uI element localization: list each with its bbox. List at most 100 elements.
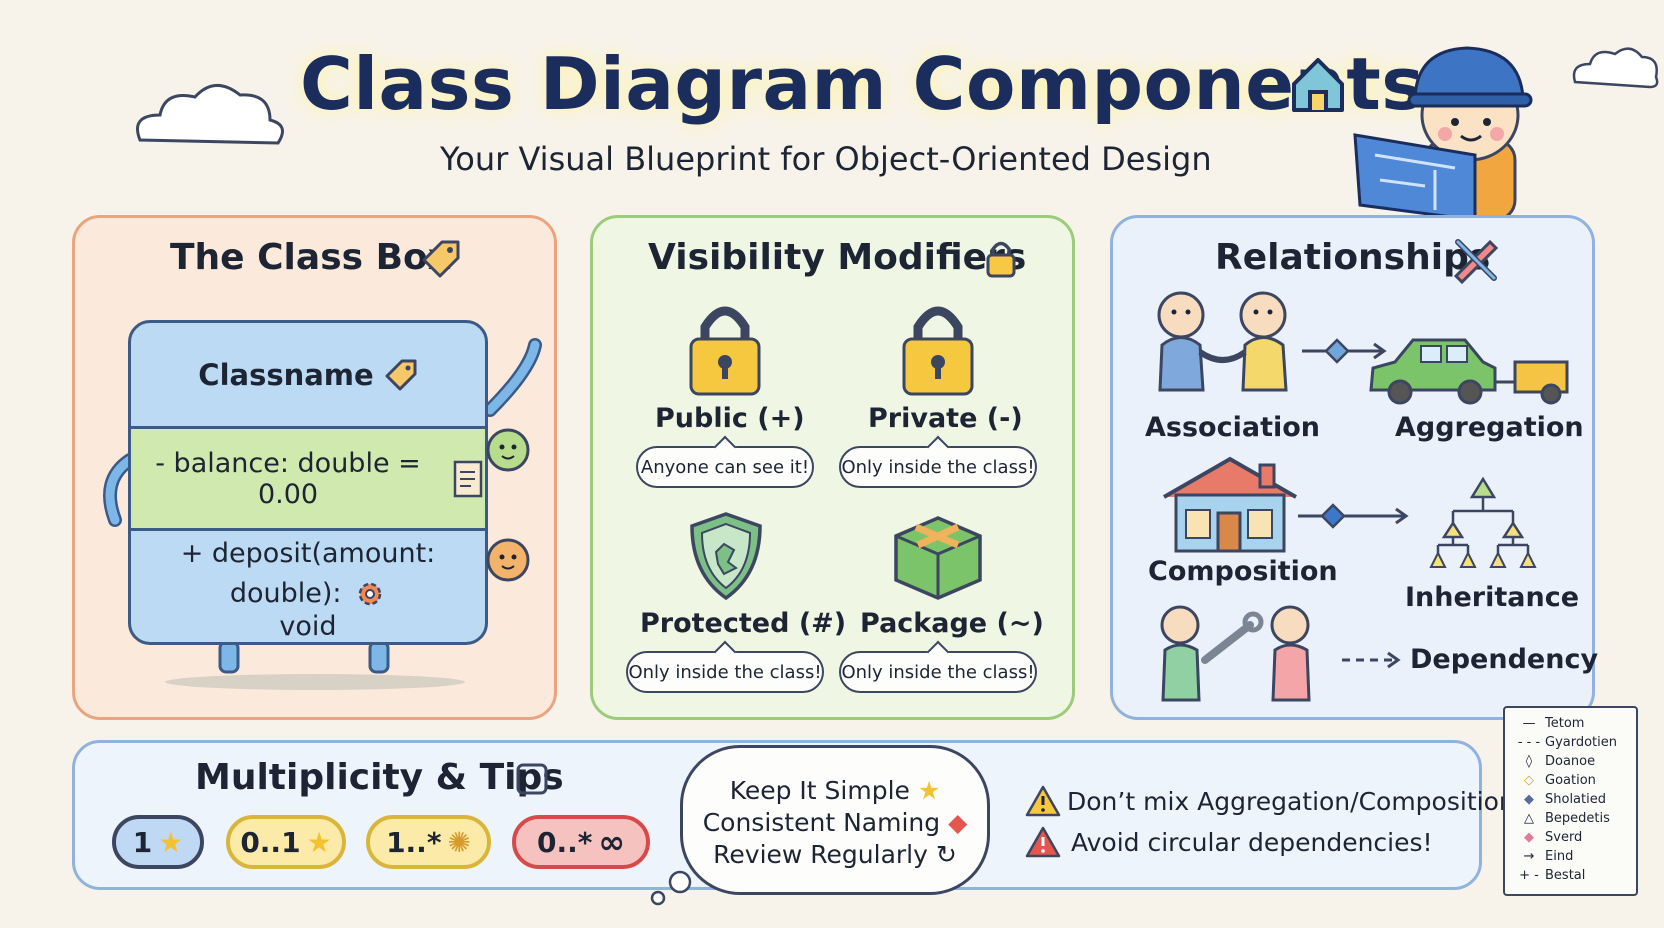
- legend-label: Sholatied: [1545, 792, 1606, 807]
- filled-diamond-icon: ◆: [1524, 792, 1534, 807]
- legend-label: Bepedetis: [1545, 811, 1610, 826]
- pencil-ruler-icon: [1453, 239, 1499, 285]
- legend-label: Tetom: [1545, 716, 1585, 731]
- multiplicity-pill-zero-or-one-text: 0..1: [240, 825, 301, 859]
- visibility-private-label: Private (-): [868, 403, 1023, 434]
- star-icon: ★: [917, 776, 941, 805]
- legend-row: ◇ Goation: [1513, 773, 1596, 788]
- car-trailer-illustration: [1369, 338, 1569, 405]
- hollow-diamond-icon: ◇: [1524, 773, 1534, 788]
- visibility-protected-label: Protected (#): [640, 608, 847, 639]
- relationship-inheritance-label: Inheritance: [1405, 582, 1580, 613]
- tag-icon: [385, 359, 417, 390]
- legend-row: — Tetom: [1513, 716, 1585, 731]
- arrow-icon: →: [1523, 849, 1535, 864]
- padlock-public-icon: [689, 306, 761, 396]
- square-icon: [516, 763, 548, 795]
- visibility-public-label: Public (+): [655, 403, 805, 434]
- visibility-package-label: Package (~): [860, 608, 1044, 639]
- class-name-text: Classname: [198, 357, 374, 392]
- multiplicity-pill-one-text: 1: [132, 825, 153, 859]
- pink-diamond-icon: ◆: [1524, 830, 1534, 845]
- filled-diamond-arrow-connector: [1298, 503, 1409, 529]
- multiplicity-panel-title: Multiplicity & Tips: [195, 757, 564, 798]
- inheritance-tree-illustration: [1429, 476, 1537, 568]
- multiplicity-pill-zero-or-more: 0..* ∞: [512, 815, 650, 869]
- notepad-icon: [453, 460, 483, 497]
- legend-label: Goation: [1545, 773, 1596, 788]
- warning-circular-text: Avoid circular dependencies!: [1071, 828, 1433, 857]
- relationship-dependency-label: Dependency: [1410, 644, 1599, 675]
- shield-icon: [690, 512, 762, 601]
- legend-row: ◆ Sverd: [1513, 830, 1582, 845]
- page-title: Class Diagram Components: [300, 42, 1425, 126]
- relationships-panel-title: Relationships: [1215, 237, 1491, 278]
- legend-row: ◆ Sholatied: [1513, 792, 1606, 807]
- tip-consistent-naming: Consistent Naming ◆: [683, 808, 987, 837]
- refresh-icon: ↻: [935, 840, 957, 869]
- solid-line-icon: —: [1522, 716, 1536, 731]
- thought-bubble-tail: [650, 870, 692, 906]
- triangle-icon: △: [1524, 811, 1534, 826]
- dashed-line-icon: - - -: [1517, 735, 1541, 750]
- star-icon: ★: [306, 825, 332, 859]
- tip-consistent-naming-text: Consistent Naming: [702, 808, 941, 837]
- legend-box: —Tetom - - -Gyardotien ◊Doanoe ◇Goation …: [1503, 706, 1638, 896]
- warning-red-icon: [1025, 826, 1061, 858]
- class-box-panel-title: The Class Box: [170, 237, 451, 278]
- legend-label: Sverd: [1545, 830, 1583, 845]
- class-name-section: Classname: [131, 323, 485, 426]
- cloud-right-decoration: [1572, 47, 1659, 89]
- association-handshake-illustration: [1157, 291, 1288, 392]
- multiplicity-pill-one: 1 ★: [112, 815, 204, 869]
- peeking-characters-illustration: [486, 428, 530, 582]
- dashed-arrow-connector: [1342, 651, 1401, 669]
- gear-icon: ✺: [447, 825, 471, 859]
- multiplicity-pill-zero-or-more-text: 0..*: [536, 825, 593, 859]
- gem-icon: ◆: [948, 808, 968, 837]
- visibility-public-note: Anyone can see it!: [636, 446, 814, 488]
- visibility-package-note: Only inside the class!: [839, 651, 1037, 693]
- multiplicity-pill-one-or-more: 1..* ✺: [366, 815, 491, 869]
- attribute-text: - balance: double = 0.00: [155, 447, 421, 510]
- legend-label: Doanoe: [1545, 754, 1596, 769]
- legend-label: Bestal: [1545, 868, 1586, 883]
- legend-row: ◊ Doanoe: [1513, 754, 1595, 769]
- visibility-panel-title: Visibility Modifiers: [648, 237, 1027, 278]
- page-subtitle: Your Visual Blueprint for Object-Oriente…: [440, 140, 1212, 178]
- house-composition-illustration: [1163, 456, 1297, 553]
- warning-yellow-icon: [1025, 785, 1061, 817]
- class-box-character-limbs: [103, 338, 542, 690]
- tips-thought-bubble: Keep It Simple ★ Consistent Naming ◆ Rev…: [680, 745, 990, 895]
- plus-icon: + -: [1519, 868, 1539, 883]
- operations-section: + deposit(amount: double): void: [131, 531, 485, 642]
- legend-label: Gyardotien: [1545, 735, 1618, 750]
- tip-review-regularly-text: Review Regularly: [713, 840, 928, 869]
- gear-icon: [358, 582, 382, 605]
- tip-keep-simple-text: Keep It Simple: [729, 776, 910, 805]
- operation-text-line2: void: [279, 610, 337, 642]
- tip-review-regularly: Review Regularly ↻: [683, 840, 987, 869]
- relationship-association-label: Association: [1145, 412, 1320, 443]
- legend-row: - - - Gyardotien: [1513, 735, 1617, 750]
- diamond-arrow-connector: [1302, 338, 1387, 364]
- cloud-left-decoration: [136, 84, 284, 145]
- legend-row: → Eind: [1513, 849, 1574, 864]
- multiplicity-pill-zero-or-one: 0..1 ★: [226, 815, 346, 869]
- lock-icon: [986, 241, 1016, 278]
- warning-mix-text: Don’t mix Aggregation/Composition!: [1067, 787, 1525, 816]
- visibility-protected-note: Only inside the class!: [626, 651, 824, 693]
- padlock-private-icon: [902, 306, 974, 396]
- builder-mascot-illustration: [1353, 46, 1533, 222]
- relationship-composition-label: Composition: [1148, 556, 1338, 587]
- tip-keep-simple: Keep It Simple ★: [683, 776, 987, 805]
- small-diamond-icon: ◊: [1525, 754, 1533, 769]
- star-icon: ★: [158, 825, 184, 859]
- visibility-private-note: Only inside the class!: [839, 446, 1037, 488]
- legend-label: Eind: [1545, 849, 1574, 864]
- operation-text-line1: + deposit(amount: double):: [180, 537, 436, 609]
- package-box-icon: [894, 516, 982, 600]
- class-box-diagram: Classname - balance: double = 0.00 + dep…: [128, 320, 488, 645]
- multiplicity-pill-one-or-more-text: 1..*: [386, 825, 442, 859]
- tag-icon: [422, 240, 460, 278]
